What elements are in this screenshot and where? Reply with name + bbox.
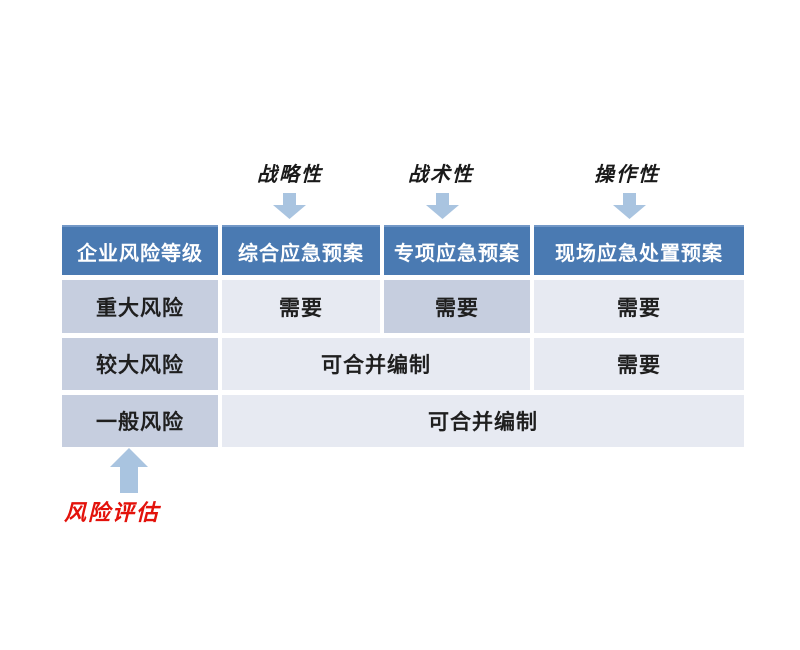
- risk-level-cell: 重大风险: [62, 280, 218, 333]
- header-cell-risk-level: 企业风险等级: [62, 225, 218, 275]
- risk-level-cell: 较大风险: [62, 338, 218, 390]
- header-cell-special-plan: 专项应急预案: [384, 225, 530, 275]
- risk-plan-table: 企业风险等级 综合应急预案 专项应急预案 现场应急处置预案 重大风险 需要 需要…: [62, 225, 744, 447]
- down-arrow-icon: [426, 193, 459, 219]
- table-cell: 需要: [222, 280, 380, 333]
- table-cell-highlighted: 需要: [384, 280, 530, 333]
- up-arrow-icon: [110, 448, 148, 493]
- table-cell-merged: 可合并编制: [222, 395, 744, 447]
- table-cell: 需要: [534, 280, 744, 333]
- header-cell-onsite-plan: 现场应急处置预案: [534, 225, 744, 275]
- label-operational: 操作性: [594, 162, 660, 186]
- table-cell-merged: 可合并编制: [222, 338, 530, 390]
- risk-level-cell: 一般风险: [62, 395, 218, 447]
- label-tactical: 战术性: [408, 162, 474, 186]
- table-cell: 需要: [534, 338, 744, 390]
- label-strategic: 战略性: [257, 162, 323, 186]
- down-arrow-icon: [613, 193, 646, 219]
- down-arrow-icon: [273, 193, 306, 219]
- header-cell-comprehensive-plan: 综合应急预案: [222, 225, 380, 275]
- label-risk-assessment: 风险评估: [64, 500, 161, 526]
